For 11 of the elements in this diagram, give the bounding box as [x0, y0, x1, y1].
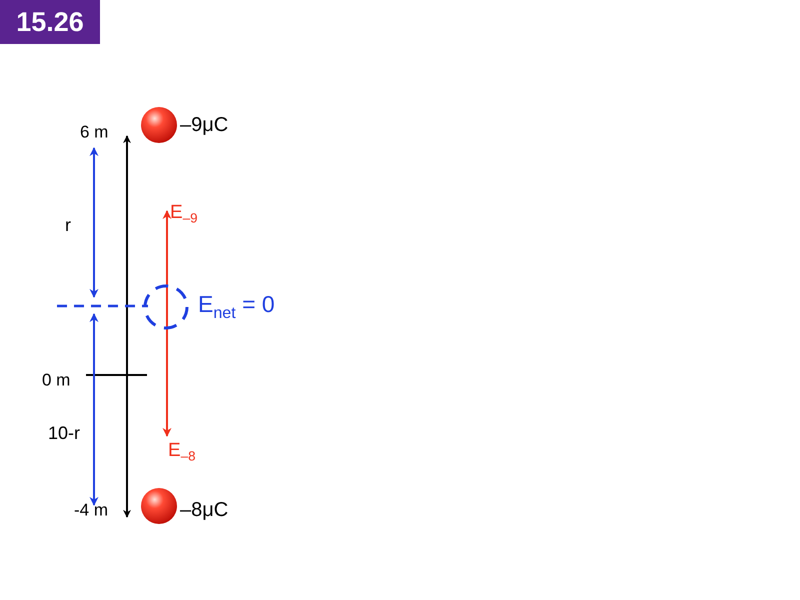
charge-label: –8μC: [180, 500, 228, 520]
field-label: E$_{–8}$: [168, 441, 196, 463]
axis-label: -4 m: [74, 502, 108, 518]
charge-label: –9μC: [180, 115, 228, 135]
axis-label: 6 m: [80, 124, 108, 140]
dimension-label: 10-r: [48, 424, 80, 442]
field-label: E$_{–9}$: [170, 203, 198, 225]
title: 15.26: [0, 0, 100, 44]
field-label: E$_{net}$ = 0: [198, 293, 275, 321]
dimension-label: r: [65, 216, 71, 234]
axis-label: 0 m: [42, 372, 70, 388]
